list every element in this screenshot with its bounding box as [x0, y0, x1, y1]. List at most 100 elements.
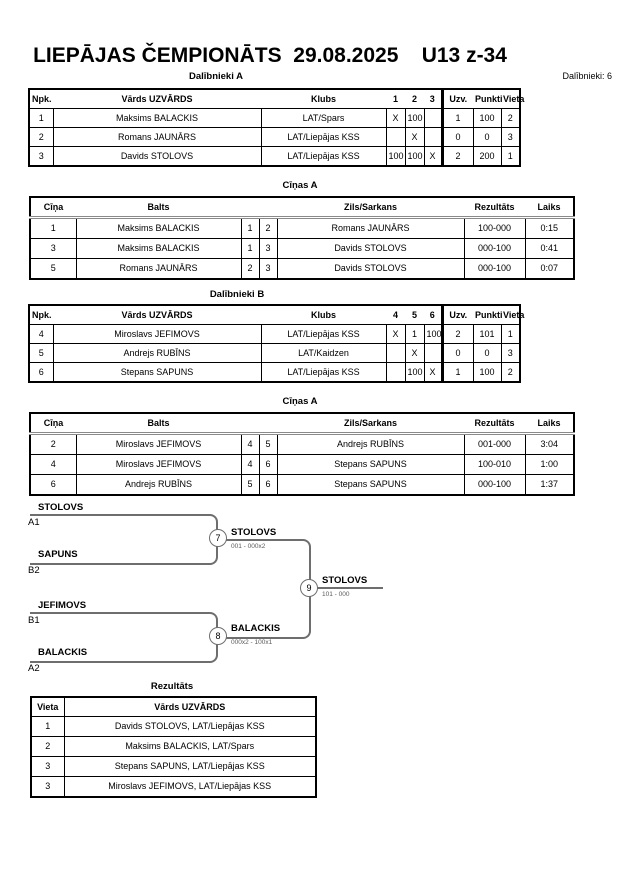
cell-c6: 100	[423, 324, 443, 344]
cell-white: Miroslavs JEFIMOVS	[75, 454, 242, 475]
cell-name: Stepans SAPUNS, LAT/Liepājas KSS	[63, 756, 317, 777]
cell-name: Davids STOLOVS	[52, 146, 262, 167]
cell-npk: 5	[28, 343, 54, 363]
cell-c5: X	[404, 343, 425, 363]
header-place: Vieta	[501, 88, 524, 109]
header-time: Laiks	[525, 412, 574, 435]
cell-fight: 3	[29, 238, 77, 259]
cell-wins: 1	[440, 108, 474, 128]
table-row: 2 Maksims BALACKIS, LAT/Spars	[30, 736, 317, 757]
group-b-table: Npk. Vārds UZVĀRDS Klubs 4 5 6 Uzv. Punk…	[28, 304, 524, 383]
bracket-match8-number: 8	[209, 627, 227, 645]
cell-n2: 2	[258, 217, 278, 239]
cell-c4	[385, 362, 406, 383]
header-points: Punkti	[473, 304, 503, 325]
table-row: 1 Maksims BALACKIS 1 2 Romans JAUNĀRS 10…	[29, 217, 575, 239]
cell-white: Maksims BALACKIS	[75, 238, 242, 259]
cell-result: 100-000	[463, 217, 526, 239]
cell-name: Romans JAUNĀRS	[52, 127, 262, 147]
cell-c5: 1	[404, 324, 425, 344]
cell-fight: 2	[29, 433, 77, 455]
header-npk: Npk.	[29, 88, 53, 109]
header-place: Vieta	[30, 696, 65, 717]
bracket-sf1-top-seed: A1	[28, 517, 40, 528]
table-row: 1 Maksims BALACKIS LAT/Spars X 100 1 100…	[28, 108, 521, 128]
cell-club: LAT/Liepājas KSS	[260, 362, 387, 383]
group-b-title: Dalībnieki B	[209, 289, 265, 300]
cell-club: LAT/Liepājas KSS	[260, 127, 387, 147]
cell-c1	[385, 127, 406, 147]
cell-blue: Andrejs RUBĪNS	[276, 433, 465, 455]
cell-time: 3:04	[524, 433, 575, 455]
header-result: Rezultāts	[464, 412, 525, 435]
cell-blue: Davids STOLOVS	[276, 238, 465, 259]
header-name: Vārds UZVĀRDS	[63, 696, 317, 717]
fights-a-title: Cīņas A	[282, 180, 318, 191]
cell-time: 0:15	[524, 217, 575, 239]
cell-n1: 1	[240, 238, 260, 259]
cell-points: 0	[472, 127, 502, 147]
cell-wins: 1	[440, 362, 474, 383]
group-a-title: Dalībnieki A	[188, 71, 244, 82]
cell-place: 2	[500, 362, 521, 383]
cell-place: 1	[30, 716, 65, 737]
cell-blue: Stepans SAPUNS	[276, 454, 465, 475]
cell-place: 3	[30, 776, 65, 798]
fights-b-title: Cīņas A	[282, 396, 318, 407]
cell-fight: 4	[29, 454, 77, 475]
header-spacer	[241, 196, 259, 219]
cell-name: Andrejs RUBĪNS	[52, 343, 262, 363]
cell-place: 1	[500, 324, 521, 344]
page-title: LIEPĀJAS ČEMPIONĀTS 29.08.2025 U13 z-34	[33, 44, 507, 67]
cell-n2: 5	[258, 433, 278, 455]
cell-c6: X	[423, 362, 443, 383]
header-c6: 6	[424, 304, 442, 325]
cell-points: 0	[472, 343, 502, 363]
cell-result: 000-100	[463, 474, 526, 496]
table-header-row: Cīņa Balts Zils/Sarkans Rezultāts Laiks	[30, 412, 574, 435]
cell-n1: 2	[240, 258, 260, 280]
table-row: 5 Romans JAUNĀRS 2 3 Davids STOLOVS 000-…	[29, 258, 575, 280]
cell-c3	[423, 127, 443, 147]
participants-count: Dalībnieki: 6	[562, 71, 612, 81]
header-name: Vārds UZVĀRDS	[53, 304, 261, 325]
cell-time: 0:07	[524, 258, 575, 280]
table-row: 2 Romans JAUNĀRS LAT/Liepājas KSS X 0 0 …	[28, 127, 521, 147]
header-spacer	[241, 412, 259, 435]
table-row: 1 Davids STOLOVS, LAT/Liepājas KSS	[30, 716, 317, 737]
cell-npk: 1	[28, 108, 54, 128]
cell-result: 000-100	[463, 258, 526, 280]
cell-c4	[385, 343, 406, 363]
cell-n1: 5	[240, 474, 260, 496]
fights-a-table: Cīņa Balts Zils/Sarkans Rezultāts Laiks …	[29, 196, 575, 280]
cell-place: 2	[30, 736, 65, 757]
header-blue: Zils/Sarkans	[277, 412, 464, 435]
header-c3: 3	[424, 88, 442, 109]
header-c2: 2	[405, 88, 424, 109]
table-header-row: Vieta Vārds UZVĀRDS	[30, 696, 317, 717]
header-blue: Zils/Sarkans	[277, 196, 464, 219]
cell-c4: X	[385, 324, 406, 344]
cell-n1: 4	[240, 454, 260, 475]
cell-blue: Romans JAUNĀRS	[276, 217, 465, 239]
cell-fight: 6	[29, 474, 77, 496]
bracket-match9-score: 101 - 000	[322, 591, 350, 598]
cell-time: 1:00	[524, 454, 575, 475]
bracket-match7-winner: STOLOVS	[231, 527, 277, 538]
cell-name: Stepans SAPUNS	[52, 362, 262, 383]
cell-npk: 3	[28, 146, 54, 167]
table-row: 2 Miroslavs JEFIMOVS 4 5 Andrejs RUBĪNS …	[29, 433, 575, 455]
cell-n1: 1	[240, 217, 260, 239]
cell-name: Miroslavs JEFIMOVS, LAT/Liepājas KSS	[63, 776, 317, 798]
table-row: 6 Stepans SAPUNS LAT/Liepājas KSS 100 X …	[28, 362, 521, 383]
cell-n2: 6	[258, 454, 278, 475]
table-row: 3 Davids STOLOVS LAT/Liepājas KSS 100 10…	[28, 146, 521, 167]
cell-result: 100-010	[463, 454, 526, 475]
bracket-sf2-bottom-seed: A2	[28, 663, 40, 674]
table-row: 6 Andrejs RUBĪNS 5 6 Stepans SAPUNS 000-…	[29, 474, 575, 496]
table-header-row: Npk. Vārds UZVĀRDS Klubs 1 2 3 Uzv. Punk…	[29, 88, 524, 109]
cell-n2: 3	[258, 258, 278, 280]
bracket-match8-score: 000x2 - 100x1	[231, 639, 273, 646]
bracket-sf1-bottom-seed: B2	[28, 565, 40, 576]
table-header-row: Cīņa Balts Zils/Sarkans Rezultāts Laiks	[30, 196, 574, 219]
